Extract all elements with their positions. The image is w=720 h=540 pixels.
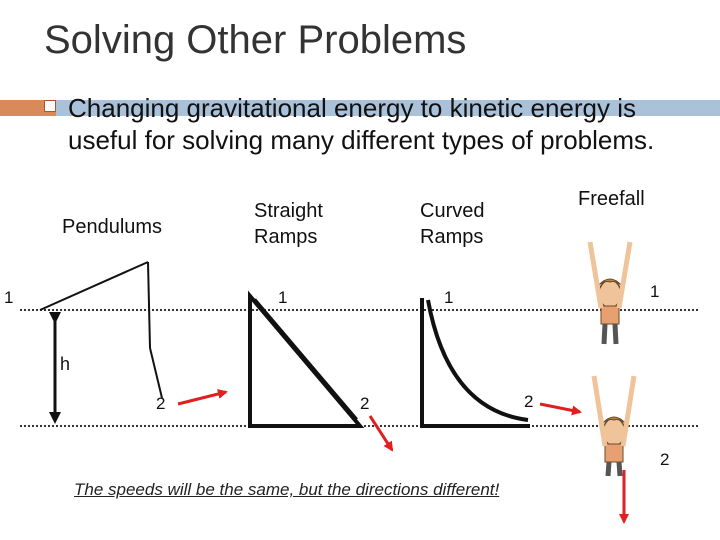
pendulum-bob-path xyxy=(149,347,163,399)
curved-ramp-surface xyxy=(426,299,529,422)
height-label: h xyxy=(60,354,71,374)
curved-ramp-velocity-arrow xyxy=(539,402,582,416)
freefall-point-1: 1 xyxy=(650,282,660,301)
curved-ramp xyxy=(420,298,530,428)
pendulums-label: Pendulums xyxy=(62,216,163,238)
curved-ramp-point-2: 2 xyxy=(524,392,534,411)
pendulum-velocity-arrow xyxy=(177,389,228,406)
caption: The speeds will be the same, but the dir… xyxy=(74,480,500,499)
straight-ramp-point-1: 1 xyxy=(278,288,288,307)
freefall-label: Freefall xyxy=(578,188,645,210)
slide-title: Solving Other Problems xyxy=(44,18,467,62)
curved-ramp-point-1: 1 xyxy=(444,288,454,307)
straight-ramp-velocity-arrow xyxy=(368,415,394,452)
falling-person-top-icon xyxy=(587,241,633,345)
curved-ramps-label: Curved Ramps xyxy=(420,200,485,248)
header-band xyxy=(56,100,720,116)
straight-ramp-surface xyxy=(252,298,358,422)
pendulum-string-right xyxy=(147,261,151,349)
pendulum-point-1: 1 xyxy=(4,288,14,307)
freefall-point-2: 2 xyxy=(660,450,670,469)
pendulum-string-left xyxy=(39,261,149,311)
pendulum-point-2: 2 xyxy=(156,394,166,413)
bullet-marker xyxy=(44,100,56,112)
straight-ramp-point-2: 2 xyxy=(360,394,370,413)
falling-person-bottom-icon xyxy=(591,375,637,477)
straight-ramps-label: Straight Ramps xyxy=(254,200,323,248)
bullet-text: Changing gravitational energy to kinetic… xyxy=(68,93,655,155)
accent-bar xyxy=(0,100,56,116)
